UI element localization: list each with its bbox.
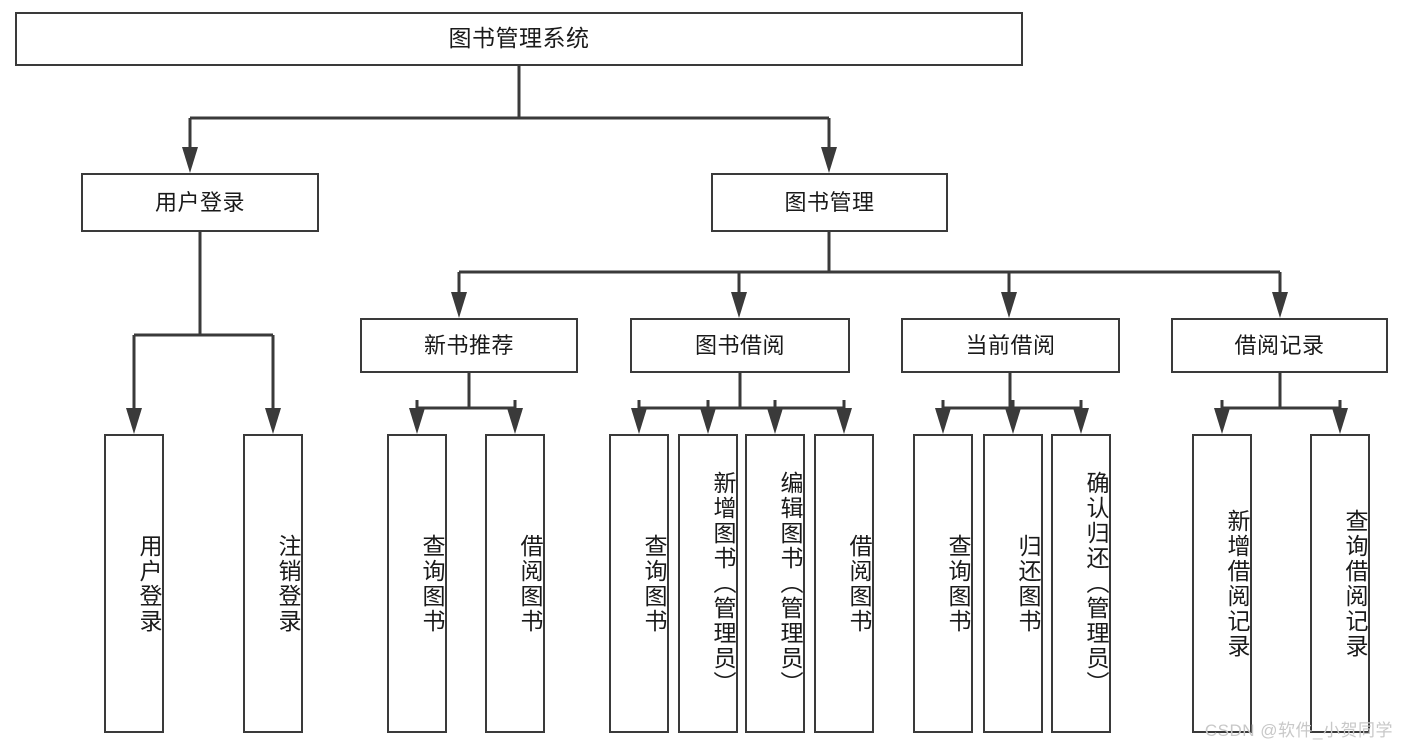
node-用户登录-level2-0[interactable]: 用户登录 bbox=[81, 173, 319, 232]
node-label: 确认归还（管理员） bbox=[1083, 471, 1109, 696]
arrow-to-log-add bbox=[1214, 400, 1230, 434]
node-label: 查询图书 bbox=[945, 533, 971, 634]
watermark-label: CSDN @软件_小贺同学 bbox=[1204, 721, 1393, 740]
arrow-to-borrow-add bbox=[700, 400, 716, 434]
arrow-to-leaf-logout bbox=[265, 400, 281, 434]
node-查询借阅记录-leaf-12[interactable]: 查询借阅记录 bbox=[1310, 434, 1370, 733]
node-label: 注销登录 bbox=[275, 533, 301, 634]
arrow-to-book-manage bbox=[821, 139, 837, 173]
node-查询图书-leaf-8[interactable]: 查询图书 bbox=[913, 434, 973, 733]
arrow-to-rec-borrow bbox=[507, 400, 523, 434]
node-借阅记录-level3-3[interactable]: 借阅记录 bbox=[1171, 318, 1388, 373]
arrow-to-borrow-take bbox=[836, 400, 852, 434]
arrow-to-cur-return bbox=[1005, 400, 1021, 434]
node-用户登录-leaf-0[interactable]: 用户登录 bbox=[104, 434, 164, 733]
arrow-to-cur-confirm bbox=[1073, 400, 1089, 434]
node-label: 新增借阅记录 bbox=[1224, 508, 1250, 659]
arrow-to-book-borrow bbox=[731, 284, 747, 318]
node-新书推荐-level3-0[interactable]: 新书推荐 bbox=[360, 318, 578, 373]
node-label: 借阅图书 bbox=[846, 533, 872, 634]
node-label: 图书管理 bbox=[784, 189, 875, 215]
node-确认归还管理员-leaf-10[interactable]: 确认归还（管理员） bbox=[1051, 434, 1111, 733]
node-label: 用户登录 bbox=[136, 533, 162, 634]
node-当前借阅-level3-2[interactable]: 当前借阅 bbox=[901, 318, 1120, 373]
arrow-to-current-borrow bbox=[1001, 284, 1017, 318]
node-图书管理系统-root-0[interactable]: 图书管理系统 bbox=[15, 12, 1023, 66]
node-label: 新书推荐 bbox=[423, 332, 514, 358]
node-label: 图书管理系统 bbox=[448, 25, 590, 52]
node-新增借阅记录-leaf-11[interactable]: 新增借阅记录 bbox=[1192, 434, 1252, 733]
node-label: 编辑图书（管理员） bbox=[777, 471, 803, 696]
node-label: 借阅图书 bbox=[517, 533, 543, 634]
node-label: 归还图书 bbox=[1015, 533, 1041, 634]
arrow-to-borrow-log bbox=[1272, 284, 1288, 318]
node-label: 用户登录 bbox=[154, 189, 245, 215]
node-注销登录-leaf-1[interactable]: 注销登录 bbox=[243, 434, 303, 733]
arrow-to-new-book bbox=[451, 284, 467, 318]
arrow-to-borrow-query bbox=[631, 400, 647, 434]
node-查询图书-leaf-4[interactable]: 查询图书 bbox=[609, 434, 669, 733]
arrow-to-borrow-edit bbox=[767, 400, 783, 434]
node-label: 图书借阅 bbox=[694, 332, 785, 358]
arrow-to-leaf-user-login bbox=[126, 400, 142, 434]
node-查询图书-leaf-2[interactable]: 查询图书 bbox=[387, 434, 447, 733]
arrow-to-user-login bbox=[182, 139, 198, 173]
node-归还图书-leaf-9[interactable]: 归还图书 bbox=[983, 434, 1043, 733]
node-label: 当前借阅 bbox=[965, 332, 1056, 358]
node-图书借阅-level3-1[interactable]: 图书借阅 bbox=[630, 318, 850, 373]
node-借阅图书-leaf-3[interactable]: 借阅图书 bbox=[485, 434, 545, 733]
node-label: 借阅记录 bbox=[1234, 332, 1325, 358]
node-编辑图书管理员-leaf-6[interactable]: 编辑图书（管理员） bbox=[745, 434, 805, 733]
node-label: 查询图书 bbox=[641, 533, 667, 634]
node-label: 查询图书 bbox=[419, 533, 445, 634]
node-借阅图书-leaf-7[interactable]: 借阅图书 bbox=[814, 434, 874, 733]
arrow-to-cur-query bbox=[935, 400, 951, 434]
node-新增图书管理员-leaf-5[interactable]: 新增图书（管理员） bbox=[678, 434, 738, 733]
node-label: 新增图书（管理员） bbox=[710, 471, 736, 696]
node-label: 查询借阅记录 bbox=[1342, 508, 1368, 659]
arrow-to-log-query bbox=[1332, 400, 1348, 434]
node-图书管理-level2-1[interactable]: 图书管理 bbox=[711, 173, 948, 232]
arrow-to-rec-query bbox=[409, 400, 425, 434]
